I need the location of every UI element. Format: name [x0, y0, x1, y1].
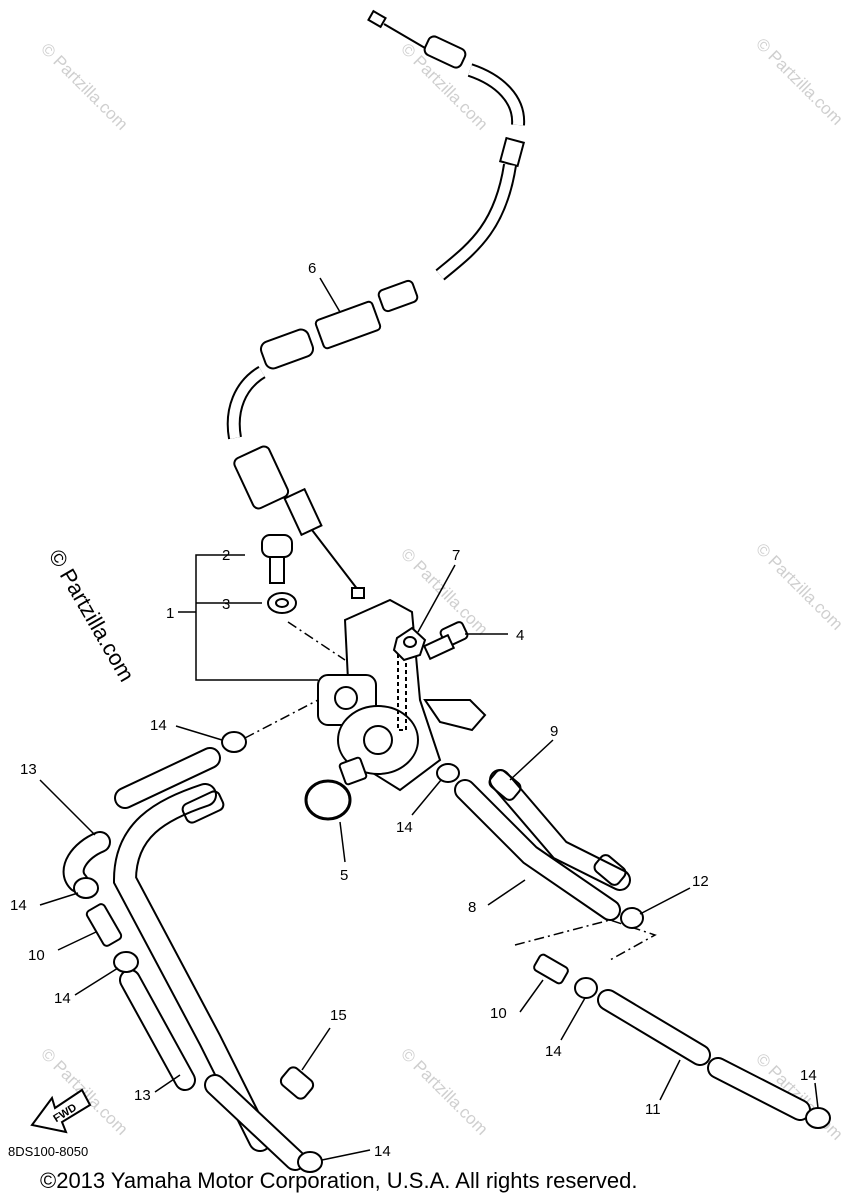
bolt-and-washer	[261, 534, 297, 614]
nut-and-bolt	[392, 621, 469, 662]
callout-14: 14	[800, 1067, 817, 1084]
callout-11: 11	[645, 1101, 661, 1118]
watermark-layer: © Partzilla.com © Partzilla.com © Partzi…	[37, 34, 844, 1143]
callout-1: 1	[166, 605, 174, 622]
callout-7: 7	[452, 547, 460, 564]
o-ring	[304, 779, 352, 821]
watermark: © Partzilla.com	[37, 39, 131, 133]
callout-10: 10	[490, 1005, 507, 1022]
fwd-arrow-icon: FWD	[30, 1088, 92, 1134]
callout-10: 10	[28, 947, 45, 964]
callout-13: 13	[20, 761, 37, 778]
watermark: © Partzilla.com	[752, 539, 844, 633]
watermark-dark: © Partzilla.com	[44, 545, 140, 686]
oil-pump-body	[317, 598, 487, 792]
callout-9: 9	[550, 723, 558, 740]
group-bracket	[178, 554, 318, 681]
callout-14: 14	[10, 897, 27, 914]
callout-12: 12	[692, 873, 709, 890]
callout-3: 3	[222, 596, 230, 613]
callout-14: 14	[54, 990, 71, 1007]
throttle-cable	[226, 9, 526, 599]
callout-4: 4	[516, 627, 524, 644]
coil-springs	[181, 769, 627, 1100]
callout-13: 13	[134, 1087, 151, 1104]
callout-labels: 1 2 3 4 5 6 7 8 9 10 10 11 12 13 13 14 1…	[10, 260, 817, 1160]
diagram-code: 8DS100-8050	[8, 1144, 88, 1159]
callout-14: 14	[150, 717, 167, 734]
callout-14: 14	[374, 1143, 391, 1160]
copyright: ©2013 Yamaha Motor Corporation, U.S.A. A…	[40, 1168, 637, 1193]
callout-14: 14	[396, 819, 413, 836]
hoses-right	[454, 769, 811, 1121]
callout-14: 14	[545, 1043, 562, 1060]
callout-5: 5	[340, 867, 348, 884]
hoses-left	[62, 747, 306, 1171]
leader-lines	[39, 277, 819, 1161]
watermark: © Partzilla.com	[397, 1044, 491, 1138]
hose-clamps	[73, 731, 831, 1173]
callout-8: 8	[468, 899, 476, 916]
hose-joints	[85, 903, 569, 985]
callout-15: 15	[330, 1007, 347, 1024]
callout-2: 2	[222, 547, 230, 564]
watermark: © Partzilla.com	[752, 34, 844, 128]
callout-6: 6	[308, 260, 316, 277]
